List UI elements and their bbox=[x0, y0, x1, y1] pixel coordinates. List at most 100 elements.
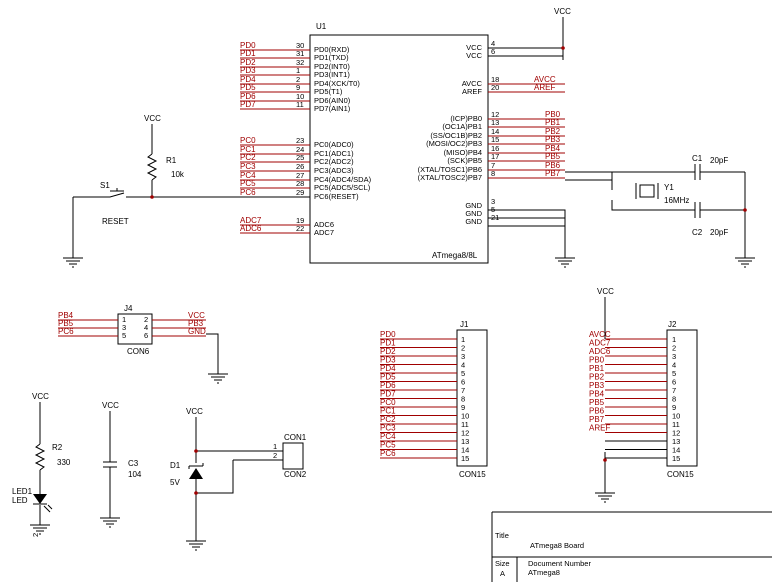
led1-arrows bbox=[33, 503, 53, 513]
j1-pin-number: 5 bbox=[461, 369, 465, 378]
gnd-crystal-symbol bbox=[735, 257, 755, 268]
j4-gnd-wire bbox=[206, 333, 219, 374]
gnd-c3-symbol bbox=[100, 517, 120, 528]
switch-s1 bbox=[108, 188, 125, 198]
u1-right-net-label: PB0 bbox=[545, 110, 561, 119]
u1-right-pin-name: (SCK)PB5 bbox=[447, 156, 482, 165]
con1-pin-2: 2 bbox=[273, 451, 277, 460]
gnd-j4-symbol bbox=[208, 373, 228, 384]
j1-net-label: PC1 bbox=[380, 407, 396, 416]
j2-net-label: PB3 bbox=[589, 381, 605, 390]
vcc-reset-label: VCC bbox=[144, 114, 161, 123]
u1-value: ATmega8/8L bbox=[432, 251, 478, 260]
j1-net-label: PC0 bbox=[380, 398, 396, 407]
junction-dot bbox=[561, 46, 565, 50]
capacitor-c3 bbox=[103, 411, 117, 518]
j1-pin-number: 11 bbox=[461, 420, 469, 429]
u1-left-pin-number: 19 bbox=[296, 216, 304, 225]
d1-value: 5V bbox=[170, 478, 180, 487]
j2-pin-number: 4 bbox=[672, 361, 676, 370]
j2-pin-number: 14 bbox=[672, 446, 680, 455]
d1-ref: D1 bbox=[170, 461, 181, 470]
crystal-y1 bbox=[639, 184, 655, 198]
j1-pin-number: 10 bbox=[461, 412, 469, 421]
title-label: Title bbox=[495, 531, 509, 540]
vcc-j2-label: VCC bbox=[597, 287, 614, 296]
j2-pin-number: 13 bbox=[672, 437, 680, 446]
c2-ref: C2 bbox=[692, 228, 703, 237]
u1-right-net-label: PB7 bbox=[545, 169, 561, 178]
j1-net-label: PC5 bbox=[380, 441, 396, 450]
document-number-label: Document Number bbox=[528, 559, 591, 568]
j4-body bbox=[117, 313, 153, 345]
u1-right-pin-number: 16 bbox=[491, 144, 499, 153]
u1-left-net-label: PD4 bbox=[240, 75, 256, 84]
u1-left-pin-name: PC2(ADC2) bbox=[314, 157, 354, 166]
j1-net-label: PD0 bbox=[380, 330, 396, 339]
size-value: A bbox=[500, 569, 505, 578]
j4-right-net-label: VCC bbox=[188, 311, 205, 320]
u1-left-pin-number: 32 bbox=[296, 58, 304, 67]
size-label: Size bbox=[495, 559, 510, 568]
gnd-j2-symbol bbox=[595, 492, 615, 503]
j4-left-net-label: PC6 bbox=[58, 327, 74, 336]
capacitor-c1 bbox=[694, 164, 745, 180]
u1-left-net-label: PC2 bbox=[240, 153, 256, 162]
r2-value: 330 bbox=[57, 458, 71, 467]
j1-pin-number: 12 bbox=[461, 429, 469, 438]
j2-pin-number: 5 bbox=[672, 369, 676, 378]
u1-left-net-label: PC6 bbox=[240, 188, 256, 197]
u1-right-pin-number: 18 bbox=[491, 75, 499, 84]
con1-body bbox=[282, 442, 304, 470]
j4-left-pin-number: 3 bbox=[122, 323, 126, 332]
u1-right-pin-name: AVCC bbox=[462, 79, 483, 88]
c3-ref: C3 bbox=[128, 459, 139, 468]
j4-left-net-label: PB4 bbox=[58, 311, 74, 320]
u1-left-net-label: PD6 bbox=[240, 92, 256, 101]
zener-d1 bbox=[189, 468, 203, 479]
u1-left-net-label: ADC7 bbox=[240, 216, 262, 225]
u1-left-pin-number: 26 bbox=[296, 162, 304, 171]
u1-right-net-label: AVCC bbox=[534, 75, 556, 84]
u1-right-pin-name: (SS/OC1B)PB2 bbox=[430, 131, 482, 140]
j2-pin-number: 2 bbox=[672, 344, 676, 353]
j4-right-pin-number: 4 bbox=[144, 323, 148, 332]
u1-right-net-label: PB4 bbox=[545, 144, 561, 153]
crystal-wire bbox=[603, 171, 695, 211]
u1-left-pin-number: 28 bbox=[296, 179, 304, 188]
con1-ref: CON1 bbox=[284, 433, 307, 442]
j1-ref: J1 bbox=[460, 320, 469, 329]
resistor-r2 bbox=[34, 443, 46, 471]
j2-net-label: AREF bbox=[589, 424, 610, 433]
u1-left-pin-number: 31 bbox=[296, 49, 304, 58]
u1-right-pin-name: (XTAL/TOSC1)PB6 bbox=[418, 165, 482, 174]
j1-value: CON15 bbox=[459, 470, 486, 479]
u1-left-pin-name: PC1(ADC1) bbox=[314, 149, 354, 158]
j2-pin-number: 8 bbox=[672, 395, 676, 404]
j2-pins: AVCC1ADC72ADC63PB04PB15PB26PB37PB48PB59P… bbox=[589, 330, 680, 463]
u1-left-pin-name: ADC6 bbox=[314, 220, 334, 229]
j1-net-label: PD5 bbox=[380, 373, 396, 382]
u1-right-pin-number: 17 bbox=[491, 152, 499, 161]
u1-right-pin-number: 7 bbox=[491, 161, 495, 170]
u1-right-pin-number: 12 bbox=[491, 110, 499, 119]
j2-pin-number: 6 bbox=[672, 378, 676, 387]
u1-left-net-label: PD5 bbox=[240, 83, 256, 92]
u1-right-pin-number: 15 bbox=[491, 135, 499, 144]
j1-pin-number: 2 bbox=[461, 344, 465, 353]
u1-right-pin-name: (MISO)PB4 bbox=[444, 148, 482, 157]
u1-right-pin-number: 13 bbox=[491, 118, 499, 127]
u1-right-pin-number: 14 bbox=[491, 127, 499, 136]
u1-left-net-label: ADC6 bbox=[240, 224, 262, 233]
j1-pin-number: 7 bbox=[461, 386, 465, 395]
j4-ref: J4 bbox=[124, 304, 133, 313]
s1-ref: S1 bbox=[100, 181, 110, 190]
u1-right-pin-name: (OC1A)PB1 bbox=[442, 122, 482, 131]
j2-net-label: PB7 bbox=[589, 415, 605, 424]
j2-body bbox=[666, 329, 698, 467]
reset-wire bbox=[72, 196, 310, 258]
c1-value: 20pF bbox=[710, 156, 728, 165]
